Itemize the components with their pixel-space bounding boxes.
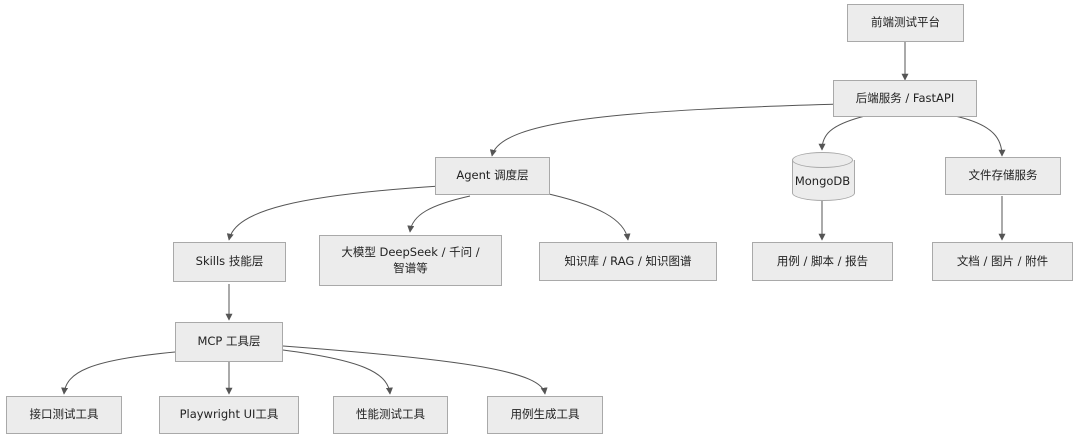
- node-playwright-tool: Playwright UI工具: [159, 396, 299, 434]
- edge-mcp-api: [61, 351, 176, 395]
- edge-agent-knowledge: [539, 191, 631, 241]
- node-perf-tool: 性能测试工具: [333, 396, 448, 434]
- node-skills: Skills 技能层: [173, 242, 286, 282]
- node-knowledge: 知识库 / RAG / 知识图谱: [539, 242, 717, 281]
- node-frontend: 前端测试平台: [847, 4, 964, 42]
- mongodb-label: MongoDB: [794, 174, 851, 188]
- edge-backend-filestorage: [954, 115, 1006, 157]
- node-backend: 后端服务 / FastAPI: [833, 80, 977, 117]
- edge-agent-skills: [226, 185, 441, 241]
- edge-mcp-perf: [282, 349, 393, 395]
- node-case-gen-tool: 用例生成工具: [487, 396, 603, 434]
- edge-backend-agent: [489, 103, 841, 157]
- node-test-data: 用例 / 脚本 / 报告: [752, 242, 893, 281]
- node-llm: 大模型 DeepSeek / 千问 / 智谱等: [319, 235, 502, 286]
- mongodb-cylinder-top: [792, 152, 853, 168]
- node-mcp: MCP 工具层: [175, 322, 283, 362]
- node-files: 文档 / 图片 / 附件: [932, 242, 1073, 281]
- edge-mcp-casegen: [282, 345, 548, 395]
- edge-backend-mongodb: [818, 115, 866, 151]
- node-agent: Agent 调度层: [435, 157, 550, 195]
- node-file-storage: 文件存储服务: [945, 157, 1061, 195]
- node-mongodb: MongoDB: [792, 152, 855, 202]
- edge-agent-llm: [407, 195, 471, 233]
- node-api-tool: 接口测试工具: [6, 396, 122, 434]
